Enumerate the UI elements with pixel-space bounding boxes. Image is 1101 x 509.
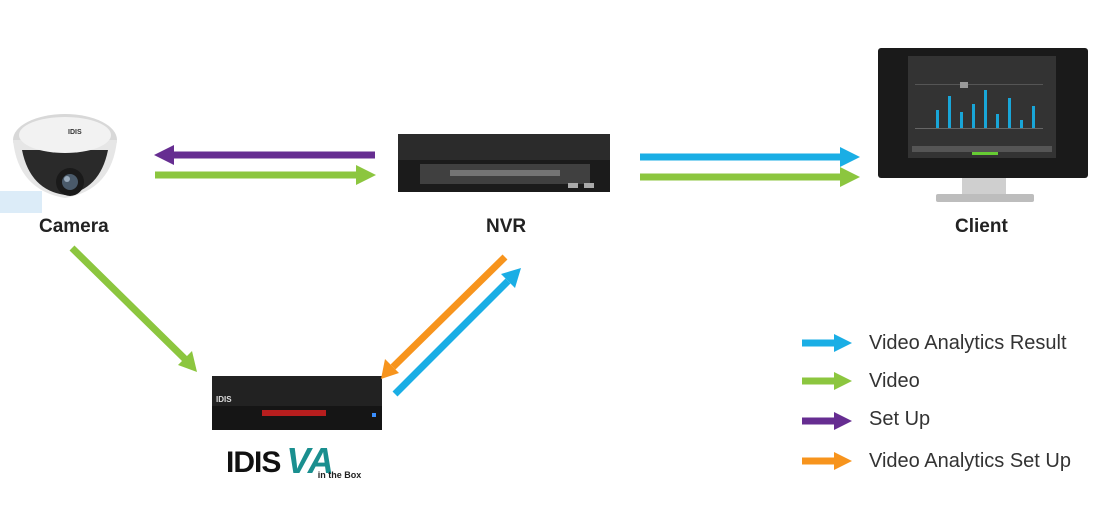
camera-icon: IDIS (13, 114, 117, 198)
legend-swatch-setup (834, 412, 852, 430)
brand-va-text: VA (286, 440, 334, 481)
va-setup-arrow-nvr-to-va-box (390, 254, 508, 370)
nvr-icon (398, 134, 610, 192)
legend-label-result: Video Analytics Result (869, 332, 1067, 354)
legend-swatch-result (834, 334, 852, 352)
brand-subtitle: in the Box (317, 470, 362, 480)
flow-arrows (69, 145, 860, 397)
legend-label-va-setup: Video Analytics Set Up (869, 450, 1071, 472)
legend-label-video: Video (869, 370, 920, 392)
idis-va-logo: IDIS VA in the Box (226, 440, 362, 481)
result-arrow-va-box-to-nvr (392, 278, 511, 397)
legend-label-setup: Set Up (869, 408, 931, 430)
legend-swatch-video (834, 372, 852, 390)
nvr-label: NVR (486, 216, 527, 237)
camera-logo: IDIS (68, 129, 82, 136)
camera-label: Camera (39, 216, 109, 237)
edge-highlight (0, 191, 42, 213)
legend-swatch-va-setup (834, 452, 852, 470)
va-box-icon: IDIS (212, 376, 382, 430)
video-arrow-camera-to-va-box (69, 245, 189, 363)
brand-idis-text: IDIS (226, 446, 281, 479)
va-box-logo: IDIS (216, 395, 232, 404)
legend-swatches (802, 334, 852, 470)
client-label: Client (955, 216, 1008, 237)
client-monitor-icon (878, 48, 1088, 202)
